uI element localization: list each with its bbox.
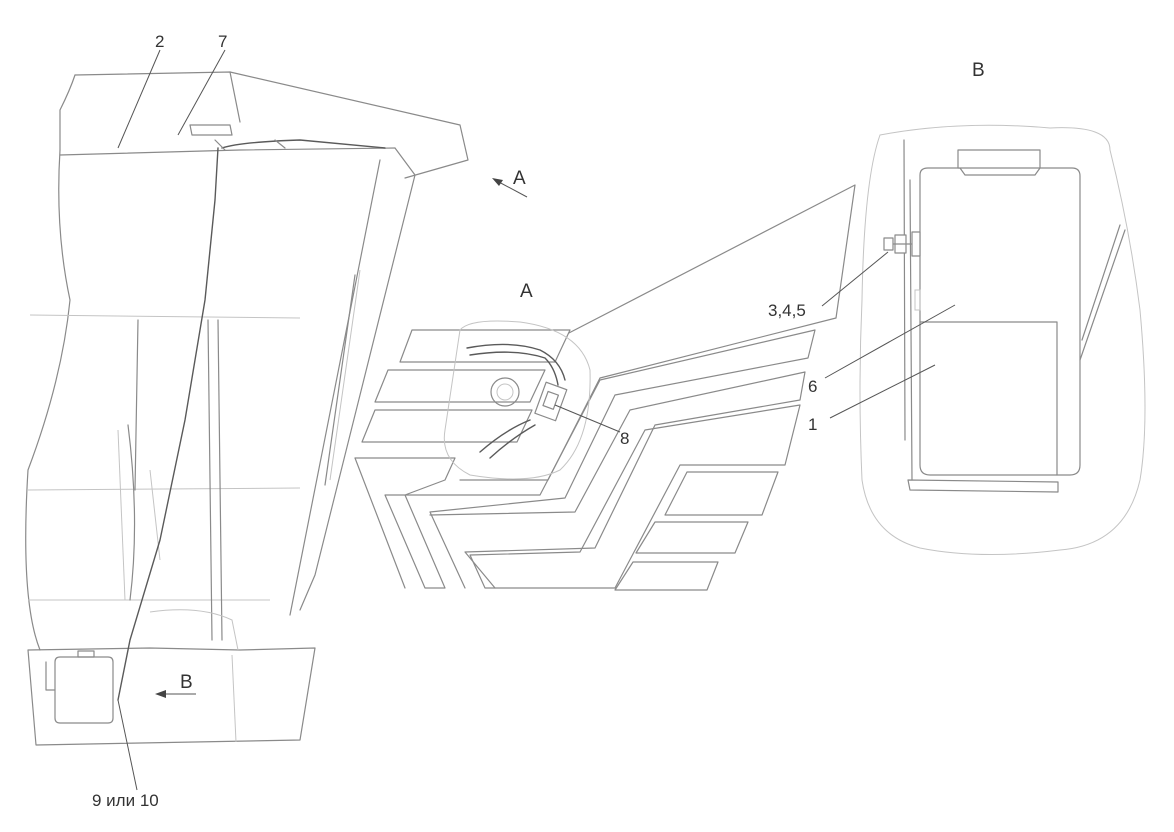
label-part-9-10: 9 или 10 — [92, 791, 159, 810]
label-part-1: 1 — [808, 415, 817, 434]
view-a-arrow: A — [492, 168, 528, 198]
cabin-side-view — [25, 71, 469, 746]
view-b-detail: B 3,4,5 6 1 — [768, 60, 1146, 556]
left-leaders: 2 7 9 или 10 — [92, 32, 227, 810]
view-a-title: A — [520, 281, 533, 302]
label-part-2: 2 — [155, 32, 164, 51]
label-part-6: 6 — [808, 377, 817, 396]
view-b-arrow-label: B — [180, 672, 193, 693]
label-part-345: 3,4,5 — [768, 301, 806, 320]
label-part-7: 7 — [218, 32, 227, 51]
view-b-title: B — [972, 60, 985, 81]
view-a-detail: A 8 — [354, 184, 856, 591]
view-a-arrow-label: A — [513, 168, 526, 189]
label-part-8: 8 — [620, 429, 629, 448]
view-b-arrow: B — [155, 672, 196, 698]
